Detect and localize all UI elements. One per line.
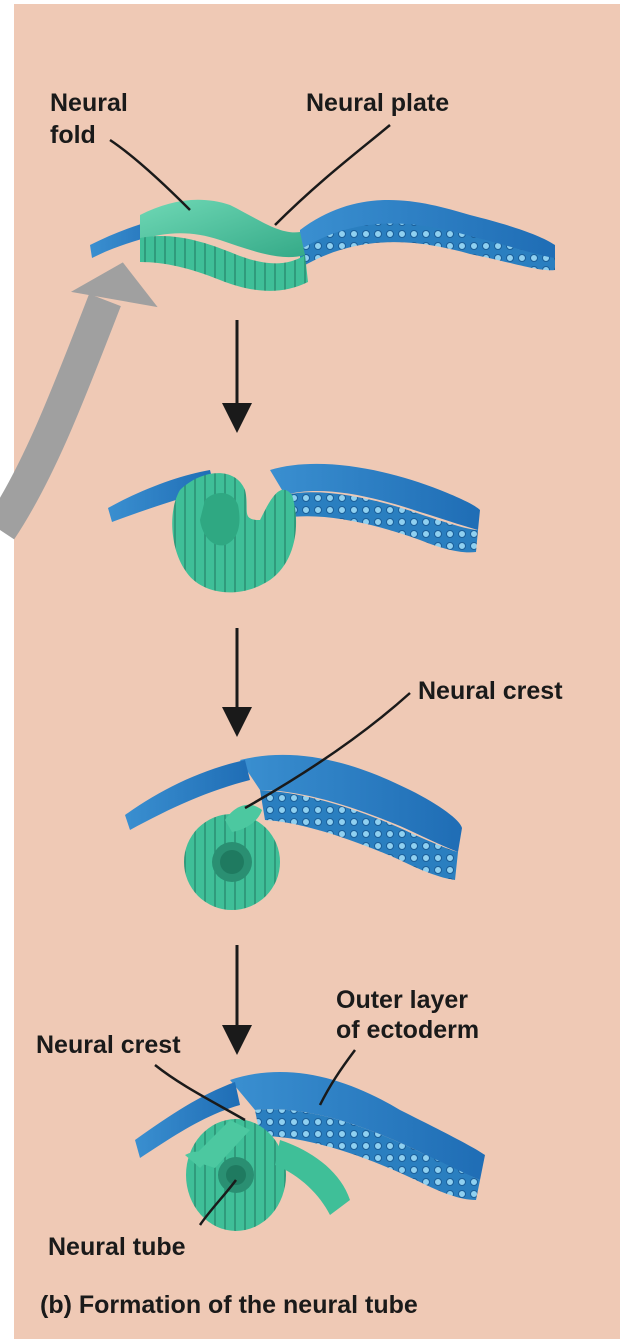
figure-caption: (b) Formation of the neural tube [40, 1290, 418, 1320]
gray-curved-arrow [0, 254, 164, 530]
label-neural-fold-line2: fold [50, 120, 96, 150]
label-neural-plate: Neural plate [306, 88, 449, 118]
stage-4-neural-tube [135, 1072, 485, 1231]
label-outer-layer-line1: Outer layer [336, 985, 468, 1015]
leader-neural-fold [110, 140, 190, 210]
label-outer-layer-line2: of ectoderm [336, 1015, 479, 1045]
stage-1-neural-plate [90, 200, 555, 291]
stage-2-neural-groove [108, 464, 480, 592]
label-neural-crest-stage3: Neural crest [418, 676, 563, 706]
label-neural-tube: Neural tube [48, 1232, 186, 1262]
label-neural-crest-stage4: Neural crest [36, 1030, 181, 1060]
label-neural-fold-line1: Neural [50, 88, 128, 118]
